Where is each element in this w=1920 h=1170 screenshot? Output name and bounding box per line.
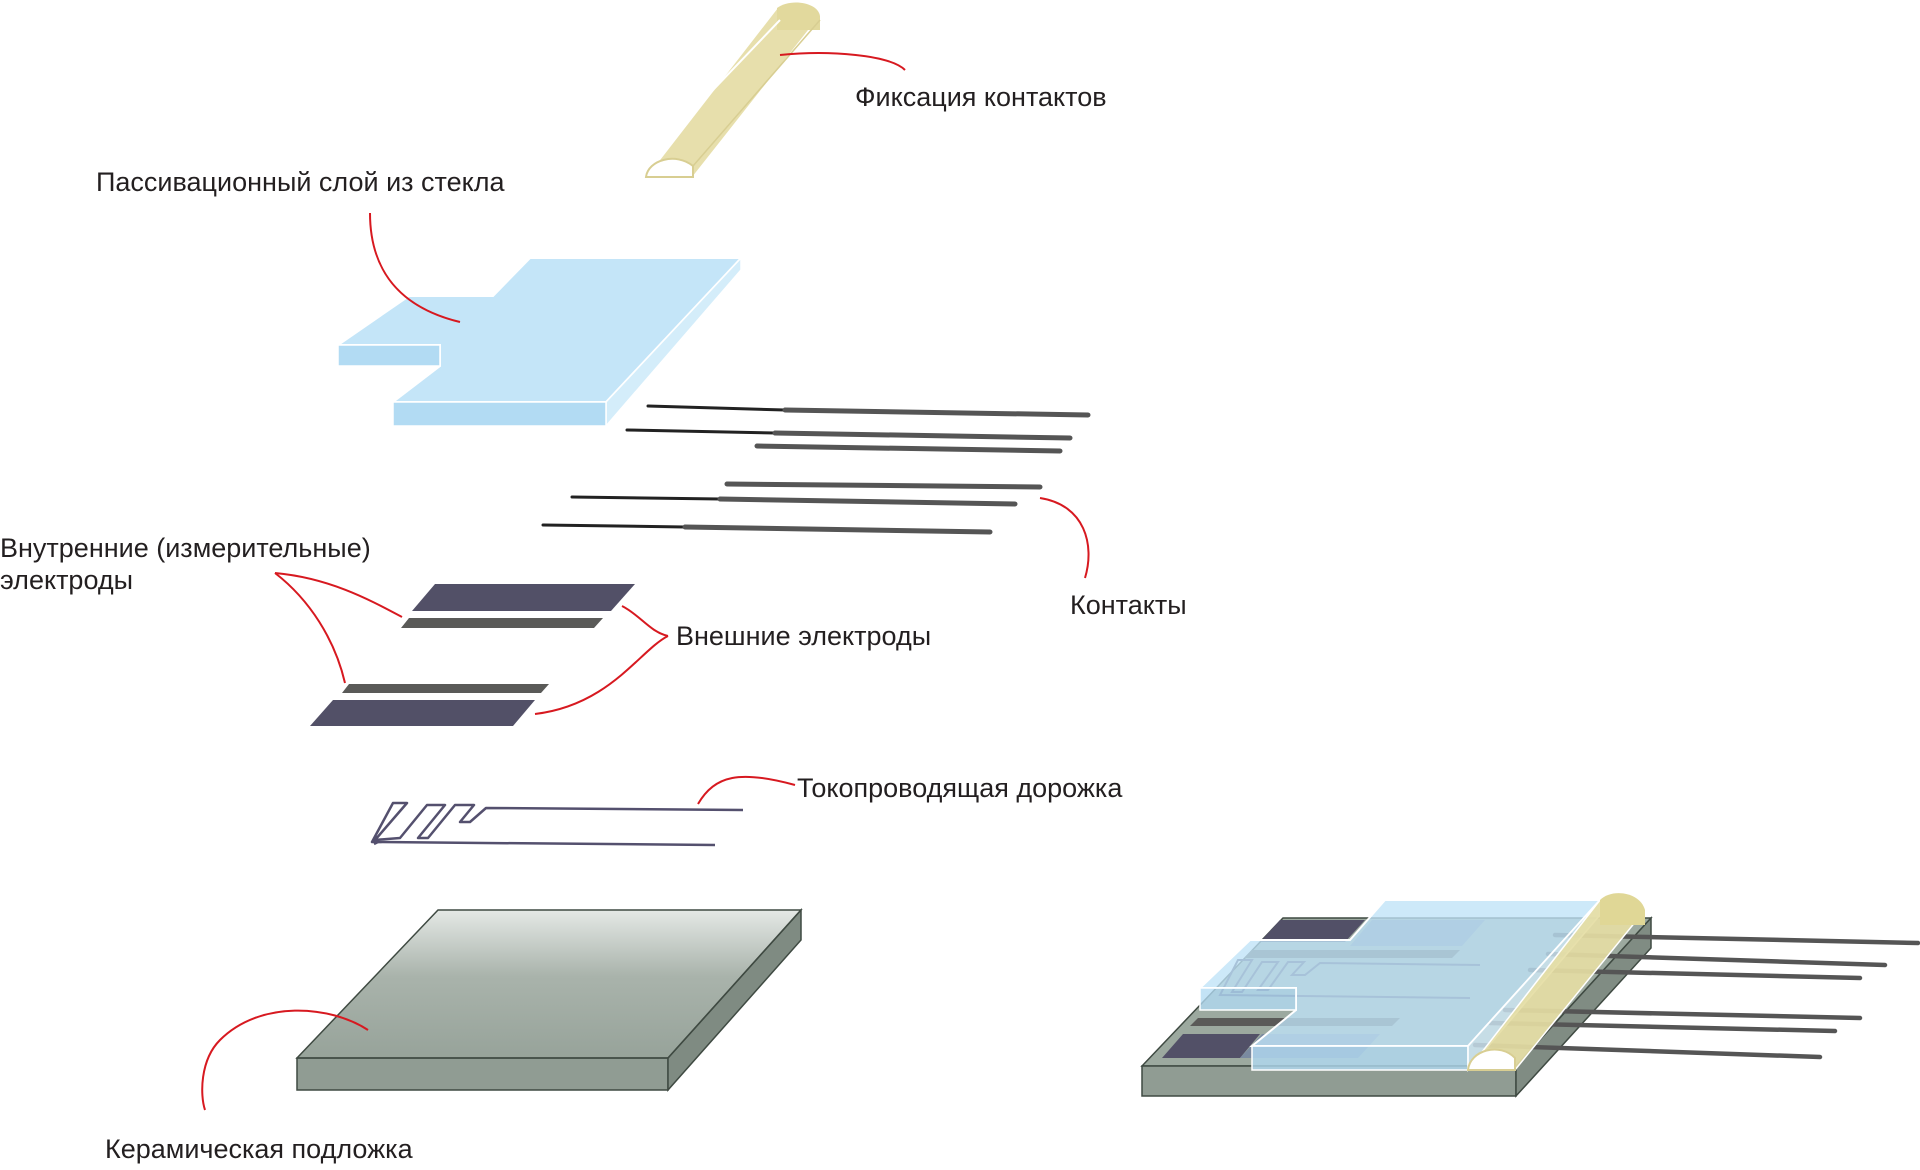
wire-4 [724, 481, 1043, 490]
label-inner-electrodes-2: электроды [0, 565, 133, 595]
wire-3 [754, 443, 1063, 454]
assembled-sensor [1140, 893, 1920, 1098]
inner-electrode-top [401, 618, 603, 628]
leader-line-contacts [1039, 497, 1090, 579]
leader-line-substrate [201, 1009, 369, 1111]
leader-line-glass [369, 212, 461, 323]
ceramic-substrate-part [295, 908, 803, 1092]
label-conductive-track: Токопроводящая дорожка [797, 773, 1123, 803]
electrodes [310, 584, 635, 726]
wire-6b [682, 524, 993, 535]
conductive-track [370, 801, 744, 847]
glass-passivation-part [334, 256, 744, 429]
leader-line-track [697, 775, 796, 805]
contact-wires [541, 404, 1091, 535]
label-contact-fixation: Фиксация контактов [855, 82, 1107, 112]
label-glass-passivation: Пассивационный слой из стекла [96, 167, 506, 197]
leader-line-fixation [779, 52, 906, 71]
label-inner-electrodes-1: Внутренние (измерительные) [0, 533, 371, 563]
label-outer-electrodes: Внешние электроды [676, 621, 931, 651]
wire-1b [782, 407, 1091, 418]
outer-electrode-bottom [310, 700, 535, 726]
label-ceramic-substrate: Керамическая подложка [105, 1134, 414, 1164]
wire-5 [570, 495, 722, 501]
wire-6 [541, 523, 687, 529]
wire-1 [646, 404, 787, 412]
wire-2b [772, 430, 1073, 441]
wire-5b [717, 496, 1018, 507]
leader-lines-electrodes [274, 572, 669, 715]
inner-electrode-bottom [342, 684, 549, 693]
outer-electrode-top [412, 584, 635, 611]
wire-2 [625, 428, 777, 435]
contact-fixation-part [644, 2, 822, 178]
label-contacts: Контакты [1070, 590, 1187, 620]
